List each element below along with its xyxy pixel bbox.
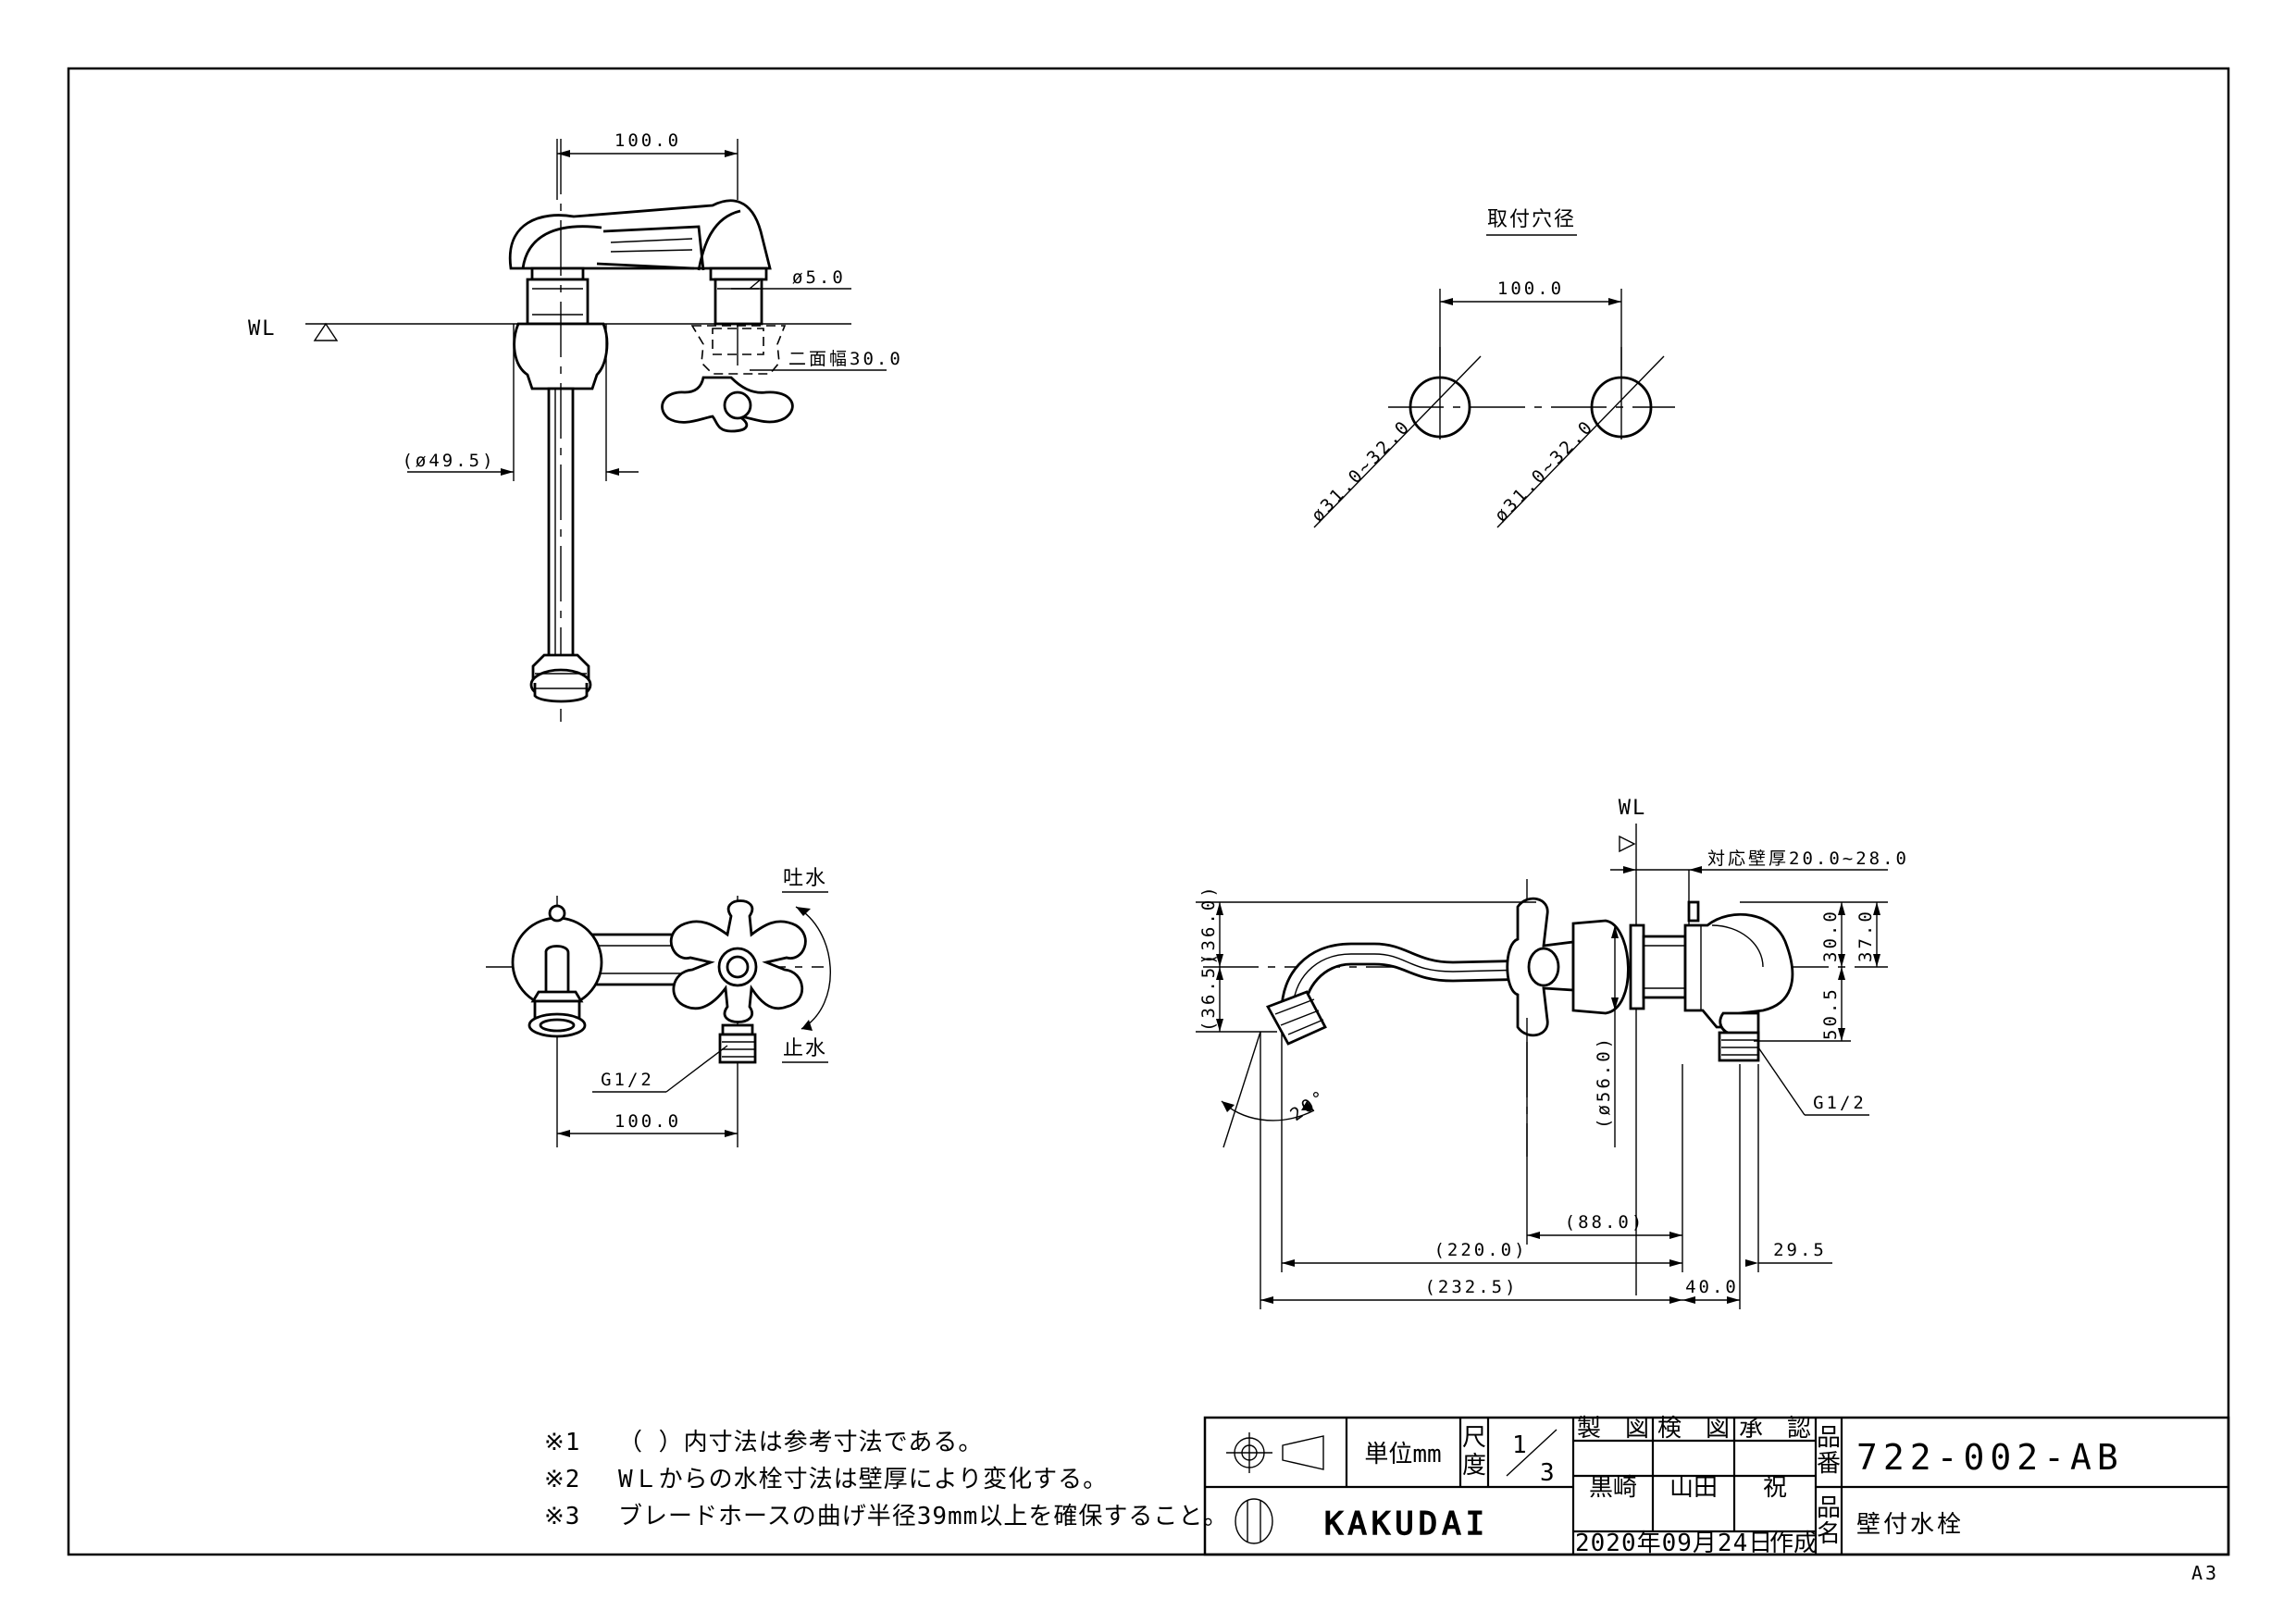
dim-side-angle: 20° [1286,1085,1331,1125]
dim-front-width: 100.0 [614,1111,681,1132]
part-no-label-2: 番 [1817,1450,1841,1478]
note-1-text: （ ）内寸法は参考寸法である。 [618,1429,983,1456]
dim-side-50-5: 50.5 [1820,986,1841,1040]
drawing-date: 2020年09月24日 [1575,1530,1773,1557]
dim-side-37: 37.0 [1855,909,1876,962]
brand-name: KAKUDAI [1324,1505,1489,1542]
side-view: WL 対応壁厚20.0~28.0 [1196,797,1909,1309]
hole-view: 取付穴径 100.0 ø31.0~32.0 ø31.0~32.0 [1308,208,1675,528]
label-open: 吐水 [783,867,827,890]
drafted-by: 黒崎 [1589,1474,1637,1502]
dim-top-width: 100.0 [614,130,681,151]
dim-side-36-5: (36.5) [1198,951,1219,1032]
col-approved: 承 認 [1739,1415,1811,1443]
dim-side-232-5: (232.5) [1424,1277,1518,1297]
unit-label: 単位mm [1364,1441,1441,1468]
scale-label-1: 尺 [1462,1424,1486,1452]
part-name-label-2: 名 [1817,1520,1841,1548]
dim-hole-pitch: 100.0 [1497,279,1564,299]
dim-wall-thickness: 対応壁厚20.0~28.0 [1707,849,1909,869]
dim-hole-left: ø31.0~32.0 [1308,415,1415,526]
dim-top-pipe: ø5.0 [792,267,846,288]
dim-side-88: (88.0) [1565,1212,1645,1233]
kakudai-logo: KAKUDAI [1235,1498,1489,1544]
dim-side-40: 40.0 [1685,1277,1739,1297]
title-block: 単位mm 尺 度 1 3 製 図 検 図 承 認 黒崎 山田 祝 品 番 722… [1203,1415,2230,1557]
drawing-frame [67,67,2230,1556]
front-view: G1/2 100.0 吐水 止水 [486,867,831,1147]
dim-side-56: (ø56.0) [1594,1035,1614,1129]
side-thread-label: G1/2 [1813,1093,1867,1113]
scale-numerator: 1 [1512,1431,1527,1459]
dim-hole-right: ø31.0~32.0 [1491,415,1598,526]
scale-denominator: 3 [1540,1459,1555,1487]
col-checked: 検 図 [1657,1415,1730,1443]
note-2-mark: ※2 [544,1466,580,1493]
top-view: 100.0 WL ø5.0 [248,130,903,722]
dim-top-body: (ø49.5) [402,451,495,471]
part-name: 壁付水栓 [1856,1511,1964,1539]
part-number: 722-002-AB [1856,1437,2124,1478]
scale-label-2: 度 [1462,1452,1486,1480]
note-1-mark: ※1 [544,1429,580,1456]
part-no-label-1: 品 [1817,1424,1841,1452]
dim-side-30: 30.0 [1820,909,1841,962]
sheet-size-label: A3 [2191,1562,2219,1584]
dim-side-29-5: 29.5 [1773,1240,1827,1260]
approved-by: 祝 [1763,1474,1787,1502]
projection-symbol-icon [1226,1432,1324,1473]
col-drafted: 製 図 [1577,1415,1649,1443]
note-3-mark: ※3 [544,1503,580,1530]
checked-by: 山田 [1669,1474,1718,1502]
part-name-label-1: 品 [1817,1494,1841,1522]
front-thread-label: G1/2 [601,1070,654,1090]
note-2-text: WＬからの水栓寸法は壁厚により変化する。 [618,1466,1108,1493]
dim-top-flats: 二面幅30.0 [788,349,903,369]
label-close: 止水 [783,1037,827,1060]
notes: ※1 （ ）内寸法は参考寸法である。 ※2 WＬからの水栓寸法は壁厚により変化す… [544,1429,1228,1530]
dim-side-220: (220.0) [1433,1240,1527,1260]
dim-side-36-0: (36.0) [1198,884,1219,964]
wl-label-side: WL [1619,797,1647,820]
date-suffix: 作成 [1769,1530,1818,1557]
note-3-text: ブレードホースの曲げ半径39mm以上を確保すること。 [618,1503,1228,1530]
hole-view-title: 取付穴径 [1487,208,1576,231]
wl-label-top: WL [248,317,277,341]
